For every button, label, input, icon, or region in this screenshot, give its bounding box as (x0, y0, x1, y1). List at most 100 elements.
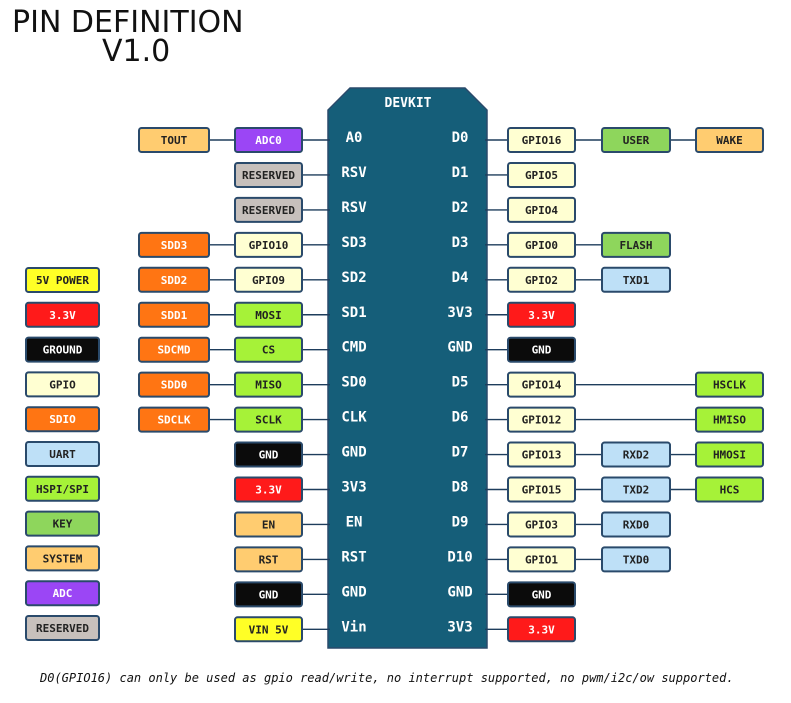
left-pin-cmd: CMD (341, 340, 366, 356)
left-pin-rst: RST (341, 549, 366, 565)
left-func-3-3v-label: 3.3V (255, 484, 282, 497)
left-func-gpio9: GPIO9 (234, 266, 303, 293)
left-func-reserved-label: RESERVED (242, 204, 295, 217)
left-alt-sdd1-label: SDD1 (161, 309, 188, 322)
left-func-sclk-bg (234, 406, 303, 433)
right-alt-txd1: TXD1 (601, 266, 671, 293)
left-func-cs-bg (234, 336, 303, 363)
left-func-reserved: RESERVED (234, 196, 303, 223)
right-alt-txd2-bg (601, 476, 671, 503)
right-pin-d6: D6 (452, 410, 469, 426)
right-func-3-3v: 3.3V (507, 301, 576, 328)
legend: 5V POWER3.3VGROUNDGPIOSDIOUARTHSPI/SPIKE… (25, 267, 100, 641)
left-func-gnd-bg (234, 441, 303, 468)
left-pin-rsv: RSV (341, 200, 367, 216)
right-func-gpio4-label: GPIO4 (525, 204, 558, 217)
legend-key: KEY (25, 510, 100, 537)
left-func-gnd-label: GND (259, 449, 279, 462)
right-pin-d2: D2 (452, 200, 469, 216)
right-func-gpio16-bg (507, 127, 576, 153)
right-alt-txd1-label: TXD1 (623, 274, 650, 287)
left-alt-sdd0: SDD0 (138, 371, 210, 398)
right-alt2-hsclk: HSCLK (695, 371, 764, 398)
right-alt-user-label: USER (623, 134, 650, 147)
right-alt2-wake-label: WAKE (716, 134, 743, 147)
left-func-gnd-bg (234, 581, 303, 608)
right-alt2-hmiso-bg (695, 406, 764, 433)
left-func-sclk: SCLK (234, 406, 303, 433)
right-func-gpio2-label: GPIO2 (525, 274, 558, 287)
left-alt-sdd1: SDD1 (138, 301, 210, 328)
right-alt-user-bg (601, 127, 671, 153)
left-alt-sdd0-bg (138, 371, 210, 398)
left-alt-sdcmd-label: SDCMD (157, 344, 190, 357)
left-pin-3v3: 3V3 (341, 480, 366, 496)
left-alt-sdd3-label: SDD3 (161, 239, 188, 252)
left-pin-clk: CLK (341, 410, 367, 426)
right-alt-txd0-bg (601, 546, 671, 573)
right-func-gnd-label: GND (532, 344, 552, 357)
diagram-version: V1.0 (102, 34, 170, 69)
left-func-gpio9-label: GPIO9 (252, 274, 285, 287)
right-func-gpio4: GPIO4 (507, 196, 576, 223)
devkit-board (327, 87, 488, 649)
right-func-gpio3: GPIO3 (507, 511, 576, 538)
left-func-mosi-label: MOSI (255, 309, 282, 322)
right-alt2-wake-bg (695, 127, 764, 153)
legend-adc-label: ADC (53, 587, 73, 600)
right-pin-d9: D9 (452, 514, 469, 530)
footnote: D0(GPIO16) can only be used as gpio read… (39, 671, 734, 685)
legend-hspi-spi-label: HSPI/SPI (36, 483, 89, 496)
left-func-en: EN (234, 511, 303, 538)
right-alt2-hsclk-label: HSCLK (713, 379, 746, 392)
right-pin-gnd: GND (447, 340, 472, 356)
legend-ground: GROUND (25, 336, 100, 363)
right-func-gnd: GND (507, 336, 576, 363)
left-alt-sdclk: SDCLK (138, 406, 210, 433)
legend-reserved: RESERVED (25, 615, 100, 641)
right-func-gpio15-bg (507, 476, 576, 503)
right-func-gpio3-bg (507, 511, 576, 538)
right-alt2-wake: WAKE (695, 127, 764, 153)
left-pin-vin: Vin (341, 619, 366, 635)
right-alt-rxd2-bg (601, 441, 671, 468)
legend-sdio-bg (25, 406, 100, 433)
right-func-gnd-bg (507, 581, 576, 608)
left-alt-sdclk-label: SDCLK (157, 414, 190, 427)
left-func-miso-label: MISO (255, 379, 282, 392)
right-func-3-3v-bg (507, 301, 576, 328)
right-alt-txd2-label: TXD2 (623, 484, 650, 497)
right-func-gpio0-label: GPIO0 (525, 239, 558, 252)
left-alt-sdclk-bg (138, 406, 210, 433)
left-pin-gnd: GND (341, 445, 366, 461)
left-func-gpio10: GPIO10 (234, 231, 303, 258)
left-func-gnd: GND (234, 581, 303, 608)
left-func-gnd-label: GND (259, 588, 279, 601)
right-alt-txd1-bg (601, 266, 671, 293)
left-func-miso: MISO (234, 371, 303, 398)
right-pin-3v3: 3V3 (447, 305, 472, 321)
left-alt-sdd2: SDD2 (138, 266, 210, 293)
legend-5v-power-bg (25, 267, 100, 293)
left-func-reserved-bg (234, 161, 303, 188)
legend-sdio-label: SDIO (49, 413, 76, 426)
legend-adc-bg (25, 580, 100, 607)
left-func-vin-5v-bg (234, 616, 303, 643)
right-func-gpio13-bg (507, 441, 576, 468)
right-pin-gnd: GND (447, 584, 472, 600)
left-func-cs: CS (234, 336, 303, 363)
legend-gpio-label: GPIO (49, 378, 76, 391)
left-alt-tout-label: TOUT (161, 134, 188, 147)
left-pin-rsv: RSV (341, 165, 367, 181)
legend-system: SYSTEM (25, 545, 100, 572)
right-func-3-3v: 3.3V (507, 616, 576, 643)
right-alt2-hcs-bg (695, 476, 764, 503)
right-alt2-hmiso: HMISO (695, 406, 764, 433)
right-alt2-hmosi-label: HMOSI (713, 449, 746, 462)
right-func-gpio15-label: GPIO15 (522, 484, 562, 497)
right-pin-3v3: 3V3 (447, 619, 472, 635)
right-func-gpio12-bg (507, 406, 576, 433)
